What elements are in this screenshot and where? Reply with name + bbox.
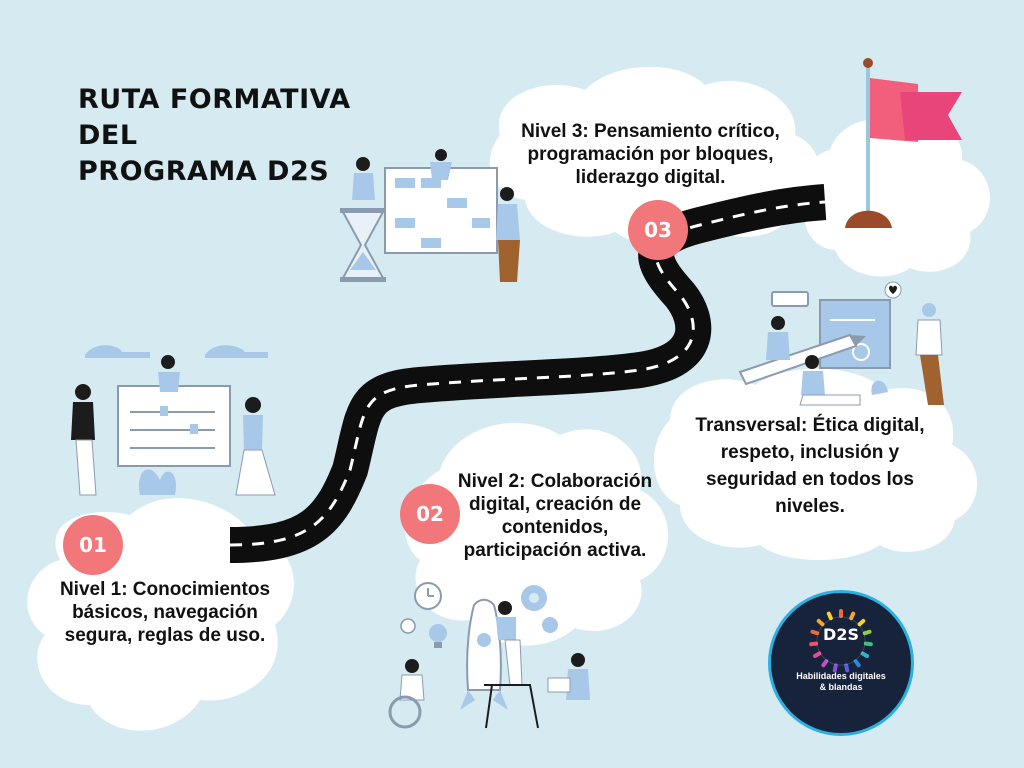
logo-rays-icon: [809, 609, 873, 673]
level-2-badge: 02: [400, 484, 460, 544]
pencil-icon: [738, 333, 866, 386]
gear-icon: [521, 585, 558, 633]
dollar-coin-icon: [400, 618, 416, 634]
page-title-line-1: RUTA FORMATIVA DEL: [78, 84, 351, 151]
flag-icon: [845, 58, 962, 228]
lightbulb-icon: [429, 624, 447, 648]
level-3-text: Nivel 3: Pensamiento crítico, programaci…: [521, 121, 780, 188]
transversal-text: Transversal: Ética digital, respeto, inc…: [695, 415, 925, 517]
level-1-badge: 01: [63, 515, 123, 575]
level-1-text: Nivel 1: Conocimientos básicos, navegaci…: [59, 579, 271, 646]
page-title-line-2: PROGRAMA D2S: [78, 156, 330, 187]
cloud-level-2: [404, 422, 669, 646]
calendar-board-icon: [384, 167, 498, 254]
hourglass-icon: [340, 208, 386, 282]
board-scene-level-1: [71, 345, 276, 496]
logo-mark: D2S: [823, 625, 859, 644]
cloud-transversal: [653, 368, 978, 560]
road-markings: [229, 200, 826, 547]
person-illustration-transversal: [766, 303, 944, 406]
cloud-flag: [804, 119, 990, 277]
board-scene-transversal: [819, 299, 891, 369]
logo-caption-line-1: Habilidades digitales: [796, 671, 886, 681]
rocket-icon: [460, 598, 508, 710]
chat-bubble-icon: [771, 291, 809, 307]
person-illustration: [352, 149, 520, 282]
logo-caption: Habilidades digitales & blandas: [781, 671, 901, 693]
heart-icon: [884, 281, 902, 299]
person-illustration-level-2: [388, 601, 590, 729]
logo-caption-line-2: & blandas: [819, 682, 863, 692]
page-title: RUTA FORMATIVA DEL PROGRAMA D2S: [78, 82, 398, 190]
level-3-badge: 03: [628, 200, 688, 260]
clock-icon: [414, 582, 442, 610]
d2s-logo: D2S Habilidades digitales & blandas: [768, 590, 914, 736]
level-2-text: Nivel 2: Colaboración digital, creación …: [457, 471, 653, 561]
